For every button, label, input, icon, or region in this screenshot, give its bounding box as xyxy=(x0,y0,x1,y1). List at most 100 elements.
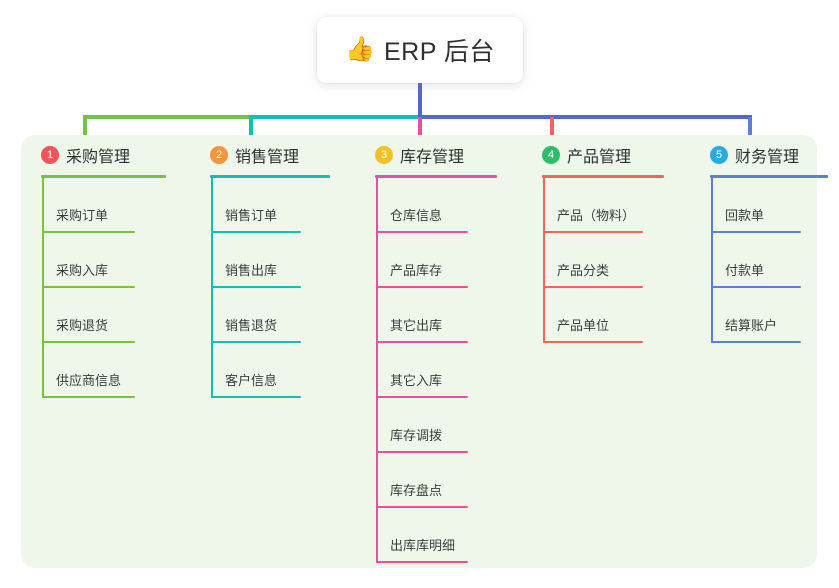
leaf-underline xyxy=(42,341,135,343)
column-underline-1 xyxy=(41,175,166,178)
leaf-label: 付款单 xyxy=(725,263,765,278)
leaf-underline xyxy=(376,231,468,233)
column-badge-1: 1 xyxy=(41,146,59,164)
column-header-5[interactable]: 5 财务管理 xyxy=(690,135,817,175)
leaf-node[interactable]: 回款单 xyxy=(690,178,817,233)
column-title-2: 销售管理 xyxy=(235,149,300,166)
leaf-node[interactable]: 付款单 xyxy=(690,233,817,288)
column-title-3: 库存管理 xyxy=(400,149,465,166)
leaf-underline xyxy=(376,451,468,453)
leaf-label: 产品分类 xyxy=(557,263,610,278)
leaf-label: 客户信息 xyxy=(225,373,278,388)
leaf-node[interactable]: 采购入库 xyxy=(21,233,190,288)
leaf-underline xyxy=(376,561,468,563)
column-spine-5 xyxy=(711,178,713,343)
leaf-label: 产品（物料） xyxy=(557,208,636,223)
leaf-label: 结算账户 xyxy=(725,318,778,333)
column-underline-2 xyxy=(210,175,330,178)
column-badge-4: 4 xyxy=(542,146,560,164)
leaf-node[interactable]: 产品单位 xyxy=(522,288,690,343)
column-4: 4 产品管理产品（物料） 产品分类产品单位 xyxy=(522,135,690,568)
column-header-2[interactable]: 2 销售管理 xyxy=(190,135,355,175)
leaf-node[interactable]: 出库库明细 xyxy=(355,508,522,563)
leaf-underline xyxy=(543,286,643,288)
column-underline-5 xyxy=(710,175,828,178)
leaf-node[interactable]: 其它出库 xyxy=(355,288,522,343)
column-badge-2: 2 xyxy=(210,146,228,164)
leaf-underline xyxy=(711,231,801,233)
leaf-label: 采购退货 xyxy=(56,318,109,333)
leaf-label: 产品库存 xyxy=(390,263,443,278)
leaf-node[interactable]: 采购退货 xyxy=(21,288,190,343)
leaf-underline xyxy=(376,506,468,508)
column-spine-1 xyxy=(42,178,44,398)
leaf-label: 销售退货 xyxy=(225,318,278,333)
leaf-node[interactable]: 其它入库 xyxy=(355,343,522,398)
column-items-5: 回款单付款单结算账户 xyxy=(690,178,817,343)
column-items-1: 采购订单采购入库采购退货供应商信息 xyxy=(21,178,190,398)
leaf-node[interactable]: 库存调拨 xyxy=(355,398,522,453)
leaf-label: 回款单 xyxy=(725,208,765,223)
column-spine-3 xyxy=(376,178,378,563)
leaf-underline xyxy=(42,286,135,288)
leaf-label: 仓库信息 xyxy=(390,208,443,223)
leaf-node[interactable]: 客户信息 xyxy=(190,343,355,398)
leaf-node[interactable]: 产品库存 xyxy=(355,233,522,288)
column-items-2: 销售订单销售出库销售退货客户信息 xyxy=(190,178,355,398)
leaf-underline xyxy=(211,231,301,233)
leaf-underline xyxy=(376,341,468,343)
leaf-node[interactable]: 库存盘点 xyxy=(355,453,522,508)
leaf-node[interactable]: 采购订单 xyxy=(21,178,190,233)
leaf-label: 其它出库 xyxy=(390,318,443,333)
leaf-node[interactable]: 产品分类 xyxy=(522,233,690,288)
root-node-title: ERP 后台 xyxy=(383,38,495,66)
leaf-underline xyxy=(543,341,643,343)
leaf-node[interactable]: 结算账户 xyxy=(690,288,817,343)
leaf-underline xyxy=(211,396,301,398)
column-header-3[interactable]: 3 库存管理 xyxy=(355,135,522,175)
leaf-node[interactable]: 销售出库 xyxy=(190,233,355,288)
leaf-label: 库存盘点 xyxy=(390,483,443,498)
column-spine-4 xyxy=(543,178,545,343)
leaf-node[interactable]: 仓库信息 xyxy=(355,178,522,233)
columns-container: 1 采购管理采购订单采购入库采购退货供应商信息 2 销售管理销售订单销售出库销售退货客… xyxy=(21,135,828,568)
leaf-label: 销售出库 xyxy=(225,263,278,278)
leaf-underline xyxy=(711,341,801,343)
leaf-underline xyxy=(42,231,135,233)
column-items-3: 仓库信息产品库存其它出库其它入库库存调拨库存盘点出库库明细 xyxy=(355,178,522,563)
leaf-underline xyxy=(543,231,643,233)
thumbs-up-icon: 👍 xyxy=(345,36,375,63)
leaf-underline xyxy=(711,286,801,288)
leaf-label: 销售订单 xyxy=(225,208,278,223)
leaf-underline xyxy=(211,341,301,343)
leaf-underline xyxy=(42,396,135,398)
column-items-4: 产品（物料） 产品分类产品单位 xyxy=(522,178,690,343)
column-header-4[interactable]: 4 产品管理 xyxy=(522,135,690,175)
leaf-node[interactable]: 供应商信息 xyxy=(21,343,190,398)
column-badge-3: 3 xyxy=(375,146,393,164)
root-node-card[interactable]: 👍 ERP 后台 xyxy=(317,17,523,83)
column-title-4: 产品管理 xyxy=(567,149,632,166)
leaf-label: 供应商信息 xyxy=(56,373,122,388)
leaf-node[interactable]: 销售订单 xyxy=(190,178,355,233)
leaf-label: 其它入库 xyxy=(390,373,443,388)
diagram-panel xyxy=(21,135,817,568)
leaf-underline xyxy=(376,286,468,288)
leaf-underline xyxy=(211,286,301,288)
column-5: 5 财务管理回款单付款单结算账户 xyxy=(690,135,828,568)
column-header-1[interactable]: 1 采购管理 xyxy=(21,135,190,175)
column-title-5: 财务管理 xyxy=(735,149,800,166)
leaf-underline xyxy=(376,396,468,398)
leaf-node[interactable]: 销售退货 xyxy=(190,288,355,343)
column-1: 1 采购管理采购订单采购入库采购退货供应商信息 xyxy=(21,135,190,568)
leaf-node[interactable]: 产品（物料） xyxy=(522,178,690,233)
leaf-label: 产品单位 xyxy=(557,318,610,333)
column-3: 3 库存管理仓库信息产品库存其它出库其它入库库存调拨库存盘点出库库明细 xyxy=(355,135,522,568)
leaf-label: 采购订单 xyxy=(56,208,109,223)
column-badge-5: 5 xyxy=(710,146,728,164)
column-underline-3 xyxy=(375,175,497,178)
leaf-label: 库存调拨 xyxy=(390,428,443,443)
column-2: 2 销售管理销售订单销售出库销售退货客户信息 xyxy=(190,135,355,568)
leaf-label: 采购入库 xyxy=(56,263,109,278)
column-title-1: 采购管理 xyxy=(66,149,131,166)
